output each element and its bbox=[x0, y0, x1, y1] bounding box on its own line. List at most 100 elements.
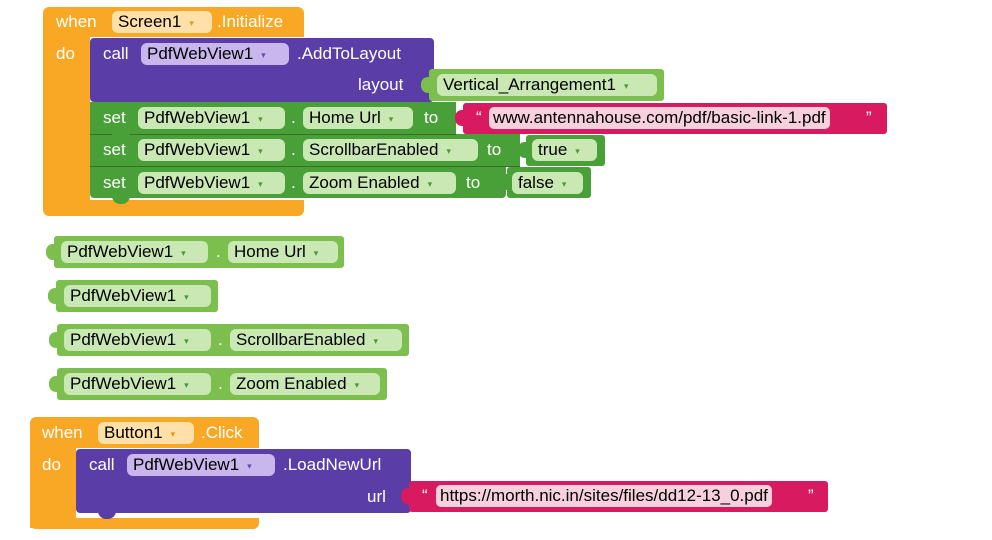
home-url-text-field[interactable]: www.antennahouse.com/pdf/basic-link-1.pd… bbox=[489, 107, 830, 129]
pdfwebview1-component-dropdown[interactable]: PdfWebView1 ▾ bbox=[141, 43, 289, 65]
chevron-down-icon: ▾ bbox=[181, 248, 186, 258]
boolean-label: false bbox=[518, 173, 554, 192]
chevron-down-icon: ▾ bbox=[575, 146, 580, 156]
chevron-down-icon: ▾ bbox=[354, 380, 360, 390]
component-label: Vertical_Arrangement1 bbox=[443, 75, 616, 94]
button1-label: Button1 bbox=[104, 423, 163, 442]
call-keyword: call bbox=[89, 455, 115, 474]
pdfwebview1-component-dropdown[interactable]: PdfWebView1 ▾ bbox=[138, 107, 285, 129]
pdfwebview1-component-dropdown[interactable]: PdfWebView1▾ bbox=[61, 241, 208, 263]
pdfwebview1-component-dropdown[interactable]: PdfWebView1▾ bbox=[64, 329, 211, 351]
url-param-label: url bbox=[367, 487, 386, 506]
puzzle-tab bbox=[499, 174, 508, 190]
event-left-bar bbox=[30, 448, 76, 528]
home-url-property-dropdown[interactable]: Home Url▾ bbox=[303, 107, 413, 129]
block-divider bbox=[90, 166, 520, 167]
component-label: PdfWebView1 bbox=[144, 140, 251, 159]
chevron-down-icon: ▾ bbox=[373, 336, 378, 346]
chevron-down-icon: ▾ bbox=[258, 146, 263, 156]
false-value-dropdown[interactable]: false ▾ bbox=[512, 172, 583, 194]
puzzle-tab bbox=[455, 110, 464, 126]
property-label: ScrollbarEnabled bbox=[236, 330, 366, 349]
do-keyword: do bbox=[42, 455, 61, 474]
call-keyword: call bbox=[103, 44, 129, 63]
dot-label: . bbox=[291, 173, 296, 192]
set-keyword: set bbox=[103, 108, 126, 127]
button1-component-dropdown[interactable]: Button1▾ bbox=[98, 422, 194, 444]
component-label: PdfWebView1 bbox=[70, 330, 177, 349]
pdfwebview1-component-dropdown[interactable]: PdfWebView1▾ bbox=[64, 285, 211, 307]
screen1-label: Screen1 bbox=[118, 12, 182, 31]
puzzle-tab bbox=[49, 332, 58, 348]
chevron-down-icon: ▾ bbox=[184, 380, 189, 390]
dot-label: . bbox=[291, 108, 296, 127]
property-label: Zoom Enabled bbox=[309, 173, 420, 192]
pdfwebview1-component-dropdown[interactable]: PdfWebView1 ▾ bbox=[127, 454, 275, 476]
boolean-label: true bbox=[538, 140, 568, 159]
pdfwebview1-component-dropdown[interactable]: PdfWebView1 ▾ bbox=[64, 373, 211, 395]
zoom-enabled-property-dropdown[interactable]: Zoom Enabled ▾ bbox=[230, 373, 380, 395]
pdfwebview1-component-dropdown[interactable]: PdfWebView1 ▾ bbox=[138, 139, 285, 161]
puzzle-tab bbox=[48, 288, 57, 304]
dot-label: . bbox=[216, 242, 221, 261]
puzzle-tab bbox=[46, 244, 55, 260]
chevron-down-icon: ▾ bbox=[258, 114, 263, 124]
vertical-arrangement-dropdown[interactable]: Vertical_Arrangement1 ▾ bbox=[437, 74, 657, 96]
add-to-layout-call-ext bbox=[343, 68, 429, 102]
chevron-down-icon: ▾ bbox=[189, 18, 194, 28]
event-footer-bar bbox=[30, 518, 259, 529]
when-keyword: when bbox=[42, 423, 83, 442]
chevron-down-icon: ▾ bbox=[446, 146, 451, 156]
do-keyword: do bbox=[56, 44, 75, 63]
close-quote: ” bbox=[866, 108, 872, 127]
dot-label: . bbox=[218, 330, 223, 349]
home-url-property-dropdown[interactable]: Home Url ▾ bbox=[228, 241, 338, 263]
click-event-label: .Click bbox=[201, 423, 243, 442]
puzzle-tab bbox=[49, 376, 58, 392]
chevron-down-icon: ▾ bbox=[247, 461, 252, 471]
open-quote: “ bbox=[476, 108, 482, 127]
to-keyword: to bbox=[424, 108, 439, 127]
property-label: Zoom Enabled bbox=[236, 374, 347, 393]
chevron-down-icon: ▾ bbox=[184, 292, 189, 302]
layout-param-label: layout bbox=[358, 75, 404, 94]
component-label: PdfWebView1 bbox=[147, 44, 254, 63]
dot-label: . bbox=[291, 140, 296, 159]
block-notch bbox=[98, 511, 116, 519]
event-footer-bar bbox=[43, 200, 304, 216]
block-notch bbox=[112, 102, 130, 110]
button1-click-event[interactable]: when Button1▾ .Click do call PdfWebView1… bbox=[0, 410, 900, 535]
true-value-dropdown[interactable]: true ▾ bbox=[532, 139, 597, 161]
to-keyword: to bbox=[466, 173, 481, 192]
set-keyword: set bbox=[103, 140, 126, 159]
screen1-initialize-event[interactable]: when Screen1▾ .Initialize do call PdfWeb… bbox=[0, 0, 900, 220]
chevron-down-icon: ▾ bbox=[261, 50, 266, 60]
chevron-down-icon: ▾ bbox=[427, 179, 433, 189]
puzzle-tab bbox=[401, 488, 410, 504]
component-label: PdfWebView1 bbox=[144, 173, 251, 192]
property-label: Home Url bbox=[234, 242, 306, 261]
component-label: PdfWebView1 bbox=[70, 374, 177, 393]
screen1-component-dropdown[interactable]: Screen1 ▾ bbox=[112, 11, 212, 33]
block-divider bbox=[90, 134, 456, 135]
url-text-field[interactable]: https://morth.nic.in/sites/files/dd12-13… bbox=[436, 485, 772, 507]
property-label: Home Url bbox=[309, 108, 381, 127]
puzzle-tab bbox=[421, 77, 430, 93]
component-label: PdfWebView1 bbox=[144, 108, 251, 127]
load-new-url-method-label: .LoadNewUrl bbox=[283, 455, 382, 474]
when-keyword: when bbox=[56, 12, 97, 31]
zoom-enabled-property-dropdown[interactable]: Zoom Enabled ▾ bbox=[303, 172, 456, 194]
set-keyword: set bbox=[103, 173, 126, 192]
scrollbar-enabled-property-dropdown[interactable]: ScrollbarEnabled ▾ bbox=[230, 329, 402, 351]
puzzle-tab bbox=[518, 142, 527, 158]
chevron-down-icon: ▾ bbox=[623, 81, 629, 91]
scrollbar-enabled-property-dropdown[interactable]: ScrollbarEnabled▾ bbox=[303, 139, 478, 161]
chevron-down-icon: ▾ bbox=[313, 248, 319, 258]
dot-label: . bbox=[218, 374, 223, 393]
event-left-bar bbox=[43, 37, 90, 207]
pdfwebview1-component-dropdown[interactable]: PdfWebView1▾ bbox=[138, 172, 285, 194]
chevron-down-icon: ▾ bbox=[561, 179, 567, 189]
close-quote: ” bbox=[808, 486, 814, 505]
component-label: PdfWebView1 bbox=[133, 455, 240, 474]
block-notch bbox=[112, 134, 130, 142]
